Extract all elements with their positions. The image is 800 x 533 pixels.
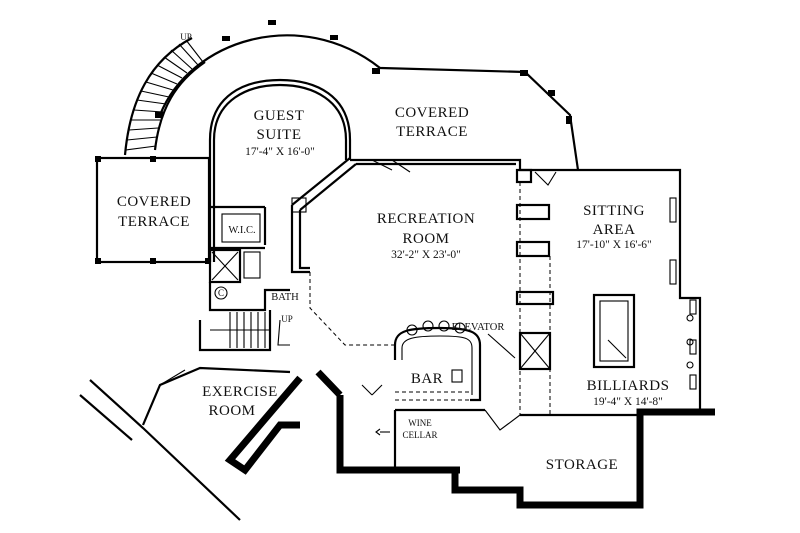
billiards-table xyxy=(592,293,694,369)
elevator-label: ELEVATOR xyxy=(452,322,505,333)
columns xyxy=(515,168,555,415)
covered-terrace-left-line1: COVERED xyxy=(117,194,191,210)
exercise-room-line2: ROOM xyxy=(208,403,255,419)
guest-suite-walls xyxy=(208,78,352,262)
storage-label: STORAGE xyxy=(546,457,618,473)
left-terrace xyxy=(95,156,211,264)
curved-stair: UP xyxy=(123,32,206,156)
sitting-area-line1: SITTING xyxy=(583,203,645,219)
bath-label: BATH xyxy=(271,292,299,303)
main-walls xyxy=(290,157,702,412)
room-labels: COVERED TERRACE GUEST SUITE 17'-4" X 16'… xyxy=(117,105,670,473)
bar-label: BAR xyxy=(411,371,443,387)
stair-mid-up-label: UP xyxy=(281,314,293,324)
wic-label: W.I.C. xyxy=(228,225,255,236)
guest-suite-line2: SUITE xyxy=(257,127,302,143)
recreation-room-dims: 32'-2" X 23'-0" xyxy=(391,249,461,261)
wine-cellar-line1: WINE xyxy=(408,418,432,428)
bath-stair-cluster: C xyxy=(198,248,290,352)
elevator-shaft xyxy=(487,331,552,371)
billiards-dims: 19'-4" X 14'-8" xyxy=(593,396,663,408)
billiards-label: BILLIARDS xyxy=(587,378,670,394)
recreation-room-line1: RECREATION xyxy=(377,211,475,227)
exercise-room-line1: EXERCISE xyxy=(202,384,278,400)
top-terrace-outline xyxy=(155,20,580,171)
foundation-walls xyxy=(79,366,715,521)
stair-up-label: UP xyxy=(180,32,192,42)
bar-counter xyxy=(393,320,482,402)
sitting-area-line2: AREA xyxy=(593,222,636,238)
washer-symbol: C xyxy=(218,288,224,298)
covered-terrace-left-line2: TERRACE xyxy=(118,214,190,230)
guest-suite-dims: 17'-4" X 16'-0" xyxy=(245,146,315,158)
guest-suite-line1: GUEST xyxy=(254,108,305,124)
covered-terrace-top-line2: TERRACE xyxy=(396,124,468,140)
wine-cellar-line2: CELLAR xyxy=(403,430,438,440)
recreation-room-line2: ROOM xyxy=(402,231,449,247)
recreation-dashed xyxy=(309,272,395,346)
covered-terrace-top-line1: COVERED xyxy=(395,105,469,121)
sitting-area-dims: 17'-10" X 16'-6" xyxy=(576,239,652,251)
